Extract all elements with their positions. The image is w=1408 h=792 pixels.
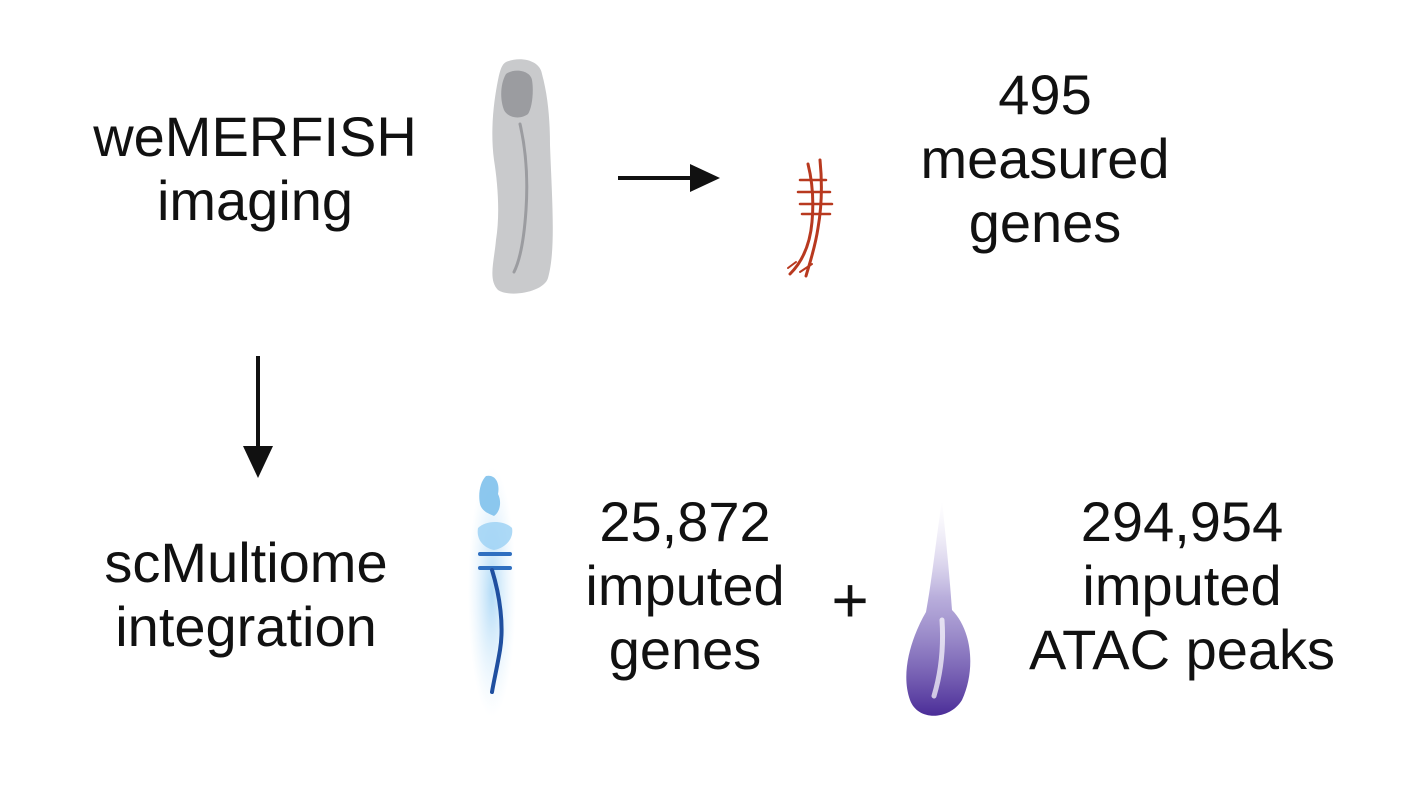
label-imputed-atac-peaks: 294,954 imputed ATAC peaks	[1029, 490, 1335, 682]
atac-peak-pattern-icon	[906, 500, 971, 716]
label-scmultiome-integration: scMultiome integration	[104, 531, 387, 659]
imputed-genes-count: 25,872	[599, 490, 771, 553]
imputed-peaks-count: 294,954	[1080, 490, 1284, 553]
label-scmultiome: scMultiome	[104, 531, 388, 594]
label-measured-genes: 495 measured genes	[920, 63, 1169, 255]
label-integration: integration	[115, 595, 377, 658]
measured-gene-pattern-icon	[787, 158, 834, 278]
arrow-right-icon	[618, 164, 720, 192]
label-imaging: imaging	[156, 169, 354, 232]
arrow-down-icon	[243, 356, 273, 478]
label-imputed-genes-word: genes	[608, 618, 762, 681]
label-imputed: imputed	[585, 554, 785, 617]
imputed-gene-pattern-icon	[468, 467, 516, 717]
planarian-head	[501, 70, 533, 118]
plus-sign: +	[831, 564, 869, 636]
label-measured: measured	[920, 127, 1170, 190]
label-wemerfish: weMERFISH	[93, 105, 417, 168]
planarian-gut	[512, 122, 529, 274]
label-atac-peaks: ATAC peaks	[1028, 618, 1336, 681]
planarian-body	[492, 59, 553, 294]
measured-count: 495	[998, 63, 1092, 126]
label-imputed-genes: 25,872 imputed genes	[585, 490, 784, 682]
planarian-gray-icon	[492, 59, 553, 294]
label-measured-genes-word: genes	[968, 191, 1122, 254]
label-wemerfish-imaging: weMERFISH imaging	[93, 105, 417, 233]
label-imputed-peaks: imputed	[1082, 554, 1282, 617]
